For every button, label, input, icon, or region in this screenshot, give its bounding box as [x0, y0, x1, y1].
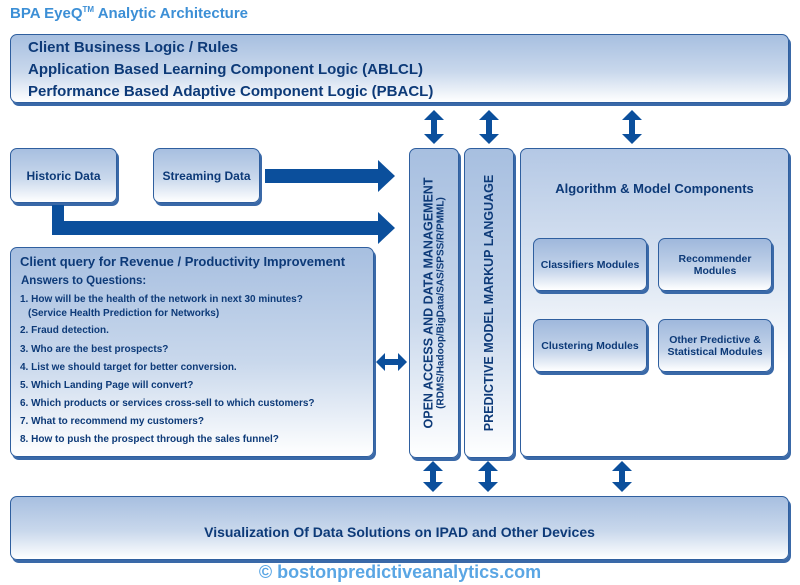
double-arrow-vertical-icon: [622, 110, 642, 144]
client-query-title: Client query for Revenue / Productivity …: [20, 254, 346, 269]
question-item: 2. Fraud detection.: [20, 325, 109, 336]
visualization-box: Visualization Of Data Solutions on IPAD …: [10, 496, 789, 560]
open-access-box: OPEN ACCESS AND DATA MANAGEMENT (RDMS/Ha…: [409, 148, 459, 458]
visualization-label: Visualization Of Data Solutions on IPAD …: [204, 524, 595, 540]
module-label: Other Predictive & Statistical Modules: [667, 333, 763, 358]
question-item: 8. How to push the prospect through the …: [20, 434, 279, 445]
business-logic-line: Client Business Logic / Rules: [28, 39, 239, 56]
question-item: 6. Which products or services cross-sell…: [20, 398, 315, 409]
diagram-title: BPA EyeQTM Analytic Architecture: [10, 5, 248, 22]
historic-data-label: Historic Data: [26, 168, 101, 183]
question-item: 1. How will be the health of the network…: [20, 294, 303, 305]
streaming-data-box: Streaming Data: [153, 148, 260, 203]
recommender-module: Recommender Modules: [658, 238, 772, 291]
double-arrow-horizontal-icon: [376, 353, 407, 371]
client-query-box: Client query for Revenue / Productivity …: [10, 247, 374, 457]
ablcl-line: Application Based Learning Component Log…: [28, 61, 423, 78]
clustering-module: Clustering Modules: [533, 319, 647, 372]
title-rest: Analytic Architecture: [94, 5, 249, 22]
algorithm-title: Algorithm & Model Components: [555, 181, 754, 196]
question-item: 5. Which Landing Page will convert?: [20, 380, 194, 391]
double-arrow-vertical-icon: [612, 461, 632, 492]
elbow-arrow-icon: [52, 205, 395, 244]
module-label: Clustering Modules: [541, 339, 639, 352]
business-logic-box: Client Business Logic / Rules Applicatio…: [10, 34, 789, 103]
double-arrow-vertical-icon: [478, 461, 498, 492]
double-arrow-vertical-icon: [479, 110, 499, 144]
pmml-box: PREDICTIVE MODEL MARKUP LANGUAGE: [464, 148, 514, 458]
question-item: 4. List we should target for better conv…: [20, 362, 237, 373]
algorithm-components-box: Algorithm & Model Components Classifiers…: [520, 148, 789, 457]
question-item: 3. Who are the best prospects?: [20, 344, 169, 355]
other-predictive-module: Other Predictive & Statistical Modules: [658, 319, 772, 372]
question-item-note: (Service Health Prediction for Networks): [28, 308, 220, 319]
double-arrow-vertical-icon: [424, 110, 444, 144]
module-label: Recommender Modules: [678, 252, 752, 277]
title-main: BPA EyeQ: [10, 5, 83, 22]
module-label: Classifiers Modules: [540, 258, 640, 271]
pbacl-line: Performance Based Adaptive Component Log…: [28, 83, 434, 100]
trademark: TM: [82, 5, 95, 14]
streaming-data-label: Streaming Data: [162, 168, 251, 183]
copyright-text: © bostonpredictiveanalytics.com: [258, 562, 542, 582]
historic-data-box: Historic Data: [10, 148, 117, 203]
client-query-subtitle: Answers to Questions:: [21, 275, 147, 287]
arrow-right-icon: [265, 160, 395, 192]
classifiers-module: Classifiers Modules: [533, 238, 647, 291]
double-arrow-vertical-icon: [423, 461, 443, 492]
question-item: 7. What to recommend my customers?: [20, 416, 204, 427]
